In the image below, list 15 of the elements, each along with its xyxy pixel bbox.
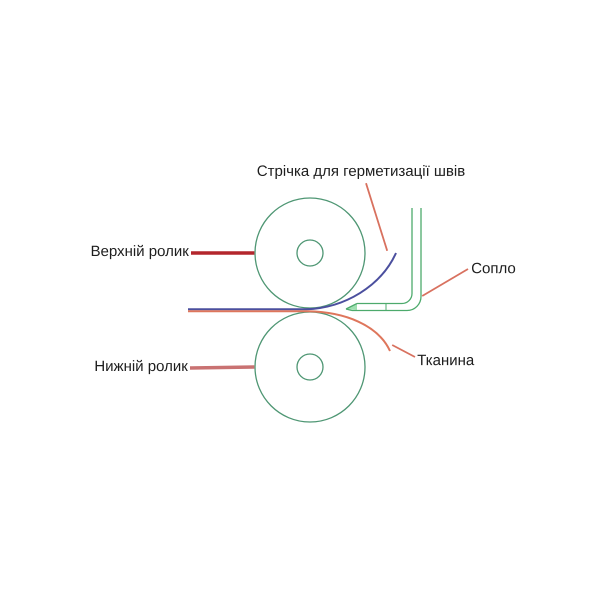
fabric-strip: [188, 310, 391, 352]
part-label: Сопло: [472, 262, 516, 274]
leader-line: [422, 268, 468, 297]
part-label: Стрічка для герметизації швів: [258, 165, 465, 179]
part-label: Верхній ролик: [92, 244, 189, 260]
tape-strip: [188, 252, 397, 310]
roller: [254, 311, 366, 423]
nozzle: [346, 208, 422, 312]
part-label: Нижній ролик: [96, 360, 188, 374]
part-label: Тканина: [418, 354, 474, 366]
leader-line: [191, 251, 254, 255]
leader-line: [365, 182, 388, 252]
leader-line: [392, 344, 416, 358]
leader-line: [190, 365, 254, 370]
roller: [254, 197, 366, 309]
